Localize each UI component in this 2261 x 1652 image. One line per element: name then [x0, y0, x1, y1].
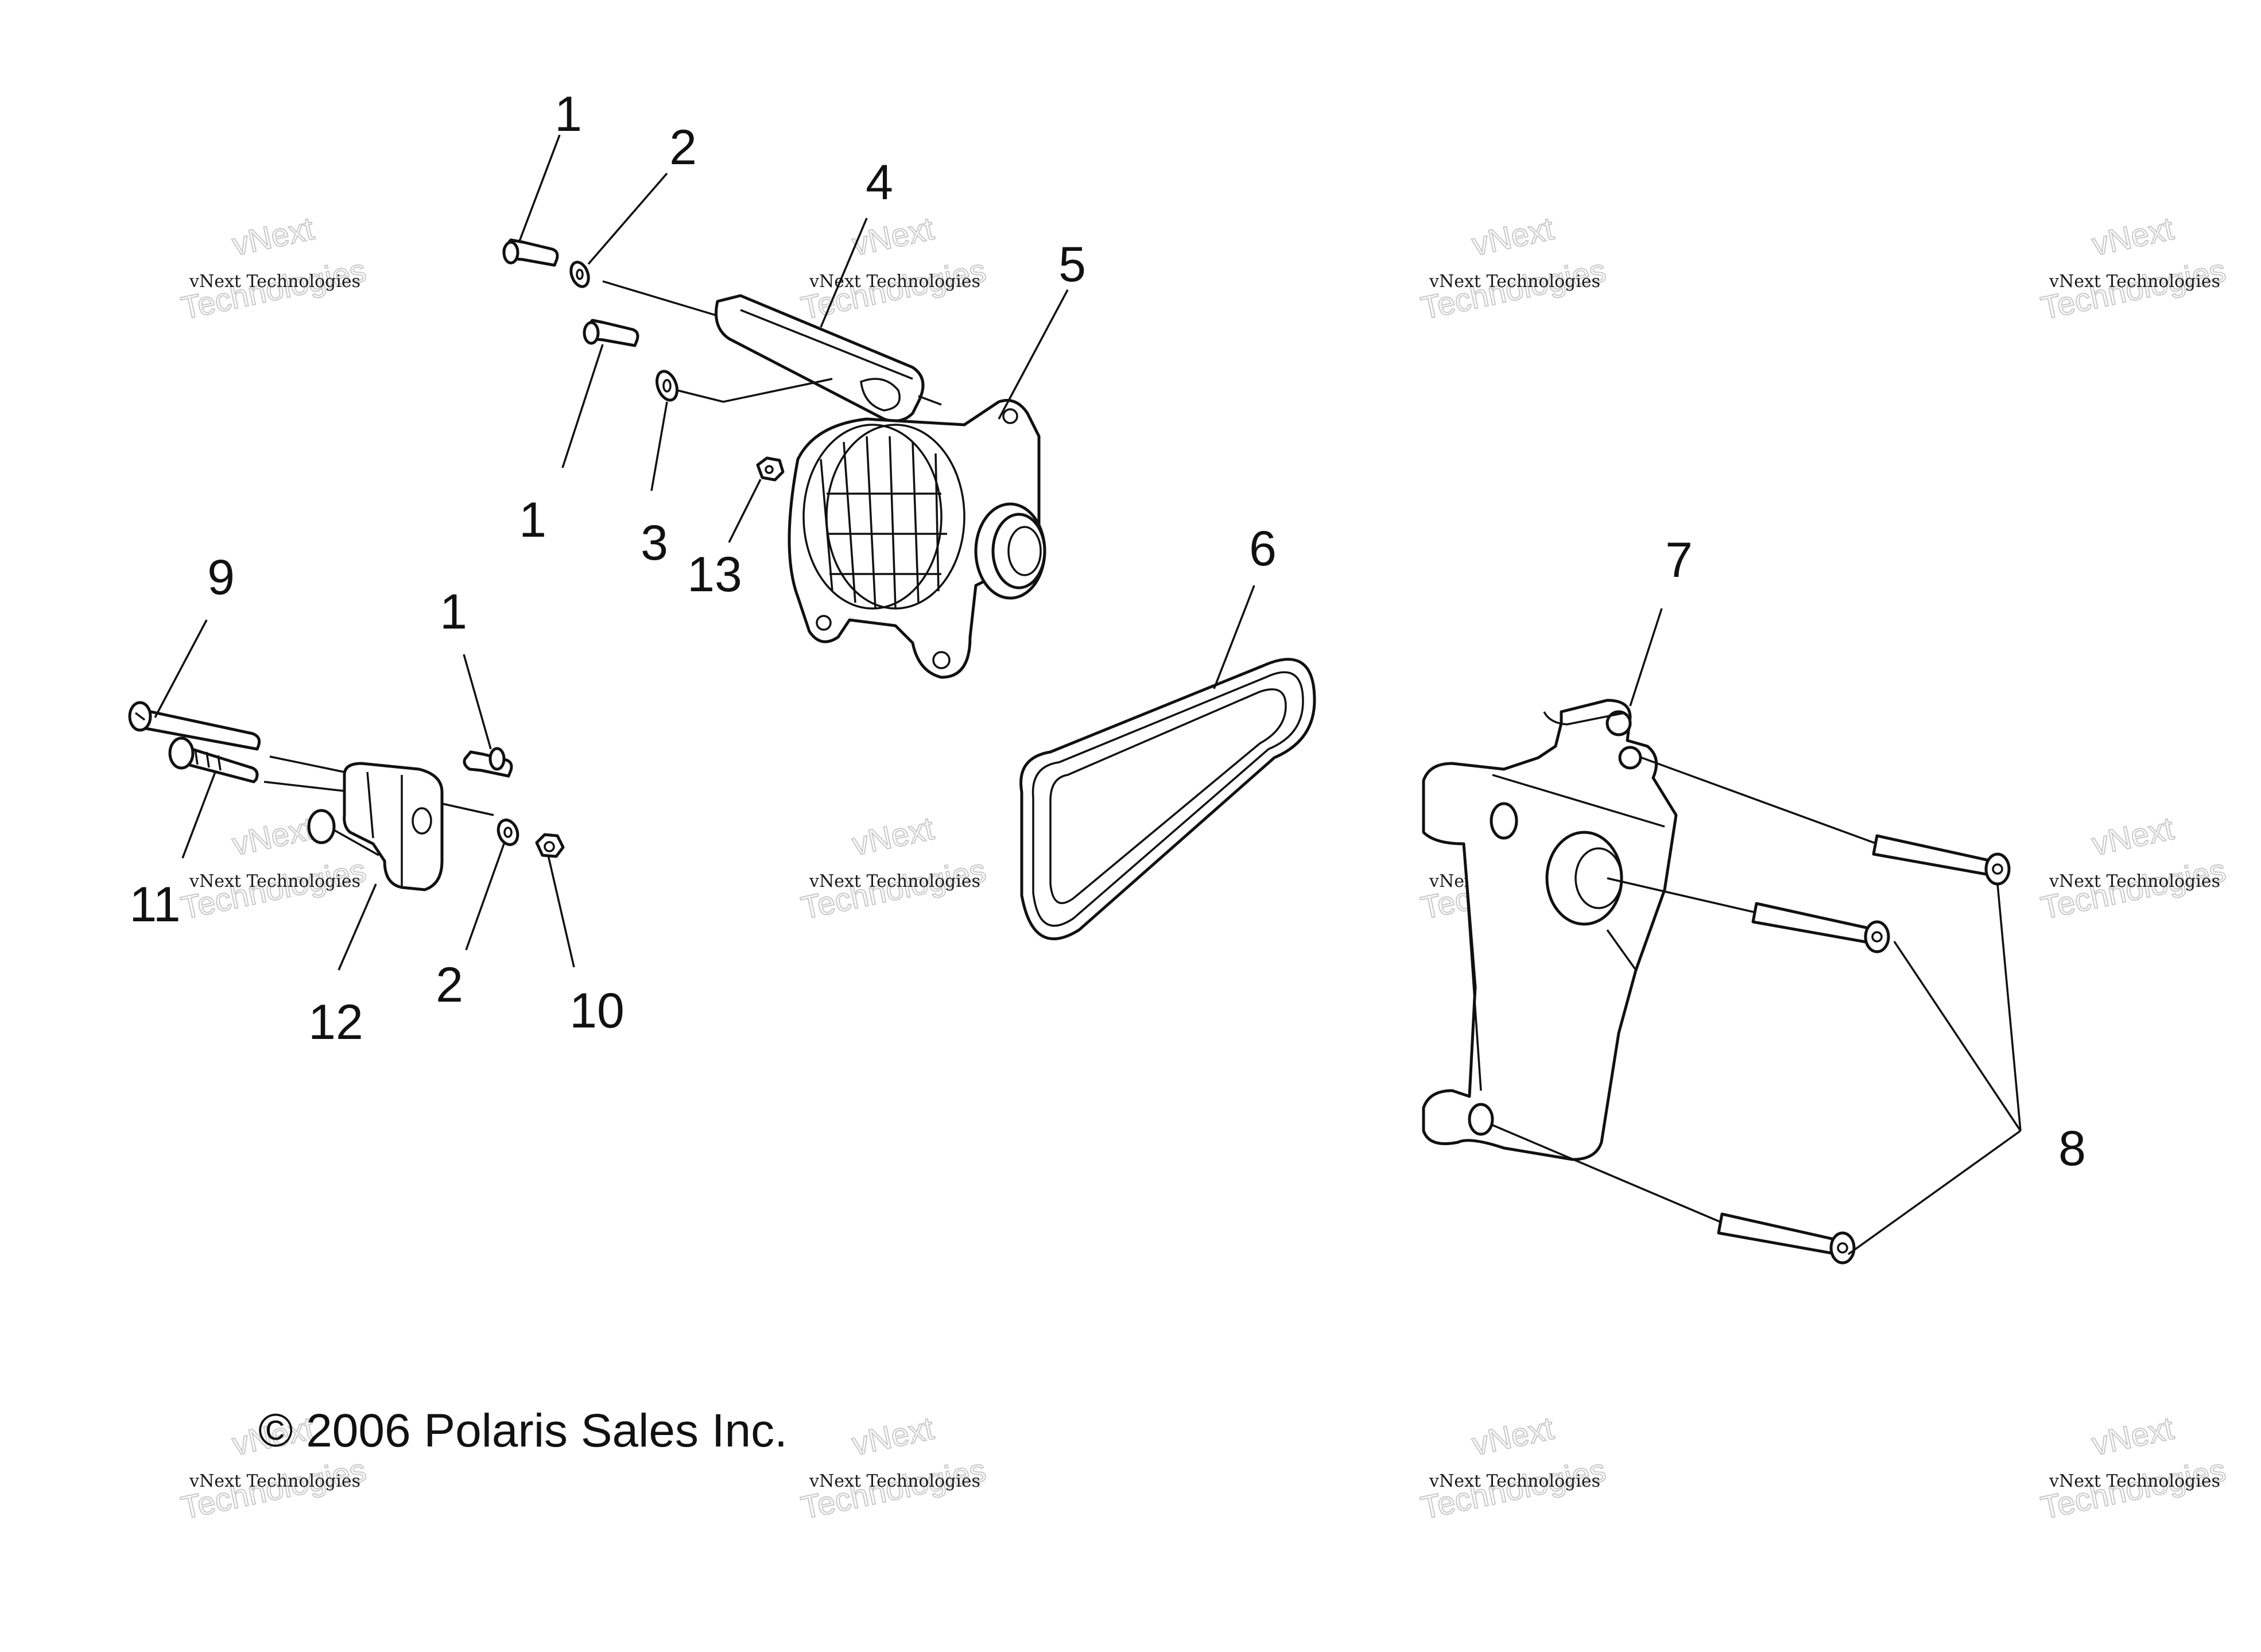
bolt-11 — [168, 736, 259, 784]
axis-line-tensioner — [441, 802, 494, 816]
watermark-big1: vNext — [2089, 210, 2177, 262]
leader-13 — [728, 479, 762, 543]
callout-1c: 1 — [440, 584, 467, 639]
leader-4 — [820, 218, 868, 328]
watermark-text: vNext Technologies — [809, 272, 980, 292]
callout-8: 8 — [2058, 1121, 2086, 1176]
watermark-big1: vNext — [229, 210, 317, 262]
leader-3 — [650, 401, 668, 491]
watermark-text: vNext Technologies — [189, 1471, 360, 1491]
watermark-text: vNext Technologies — [189, 272, 360, 292]
axis-line-washer3 — [677, 378, 833, 403]
bolt-1a — [502, 238, 559, 267]
watermark-r2c4: vNext Technologies vNext Technologies — [2037, 809, 2229, 926]
leader-8c — [1847, 1130, 2022, 1255]
callout-7: 7 — [1665, 533, 1693, 588]
callout-1b: 1 — [519, 493, 546, 548]
watermark-text: vNext Technologies — [1429, 1471, 1600, 1491]
watermark-text: vNext Technologies — [2049, 272, 2220, 292]
bolt-8a — [1872, 834, 2011, 886]
watermark-r1c2: vNext Technologies vNext Technologies — [797, 210, 990, 327]
watermark-text: vNext Technologies — [2049, 1471, 2220, 1491]
watermark-r3c4: vNext Technologies vNext Technologies — [2037, 1409, 2229, 1526]
leader-1a — [518, 134, 561, 242]
watermark-big1: vNext — [229, 810, 317, 862]
leader-6 — [1213, 585, 1255, 689]
alternator-5 — [788, 399, 1046, 679]
axis-line-bolt9 — [269, 755, 345, 773]
callout-2a: 2 — [669, 120, 697, 175]
drive-belt-6 — [1019, 658, 1316, 941]
watermark-r1c3: vNext Technologies vNext Technologies — [1417, 210, 1610, 327]
watermark-r1c1: vNext Technologies vNext Technologies — [177, 210, 370, 327]
watermark-text: vNext Technologies — [809, 871, 980, 891]
bracket-4 — [715, 294, 925, 422]
leader-8b — [1996, 883, 2022, 1131]
watermark-big1: vNext — [849, 810, 937, 862]
leader-1b — [561, 344, 604, 468]
leader-10 — [547, 855, 575, 968]
bracket-7 — [1422, 699, 1678, 1161]
leader-5 — [998, 289, 1069, 420]
axis-line-upper — [602, 280, 718, 317]
washer-2a — [569, 261, 590, 288]
axis-line-bracket — [918, 395, 942, 406]
axis-line-bracket7-bot — [1492, 1124, 1723, 1224]
tensioner-12 — [307, 762, 444, 891]
leader-11 — [181, 771, 216, 859]
watermark-big1: vNext — [2089, 810, 2177, 862]
nut-10 — [535, 833, 565, 858]
callout-13: 13 — [687, 547, 742, 602]
watermark-big1: vNext — [1469, 1410, 1557, 1462]
watermark-big1: vNext — [2089, 1410, 2177, 1462]
callout-9: 9 — [207, 550, 235, 605]
watermark-text: vNext Technologies — [809, 1471, 980, 1491]
washer-3 — [656, 370, 678, 402]
callout-10: 10 — [569, 983, 625, 1038]
leader-9 — [154, 619, 208, 718]
callout-4: 4 — [866, 155, 893, 210]
axis-line-bracket7-top — [1641, 757, 1878, 845]
watermark-big1: vNext — [849, 1410, 937, 1462]
watermark-r3c3: vNext Technologies vNext Technologies — [1417, 1409, 1610, 1526]
watermark-text: vNext Technologies — [189, 871, 360, 891]
bolt-8c — [1717, 1212, 1856, 1265]
bolt-1b — [583, 319, 639, 347]
axis-line-bolt11 — [263, 781, 345, 792]
callout-6: 6 — [1249, 521, 1277, 576]
leader-12 — [338, 883, 377, 971]
bolt-1c — [463, 747, 513, 778]
callout-12: 12 — [308, 995, 363, 1050]
watermark-r2c2: vNext Technologies vNext Technologies — [797, 809, 990, 926]
watermark-big1: vNext — [1469, 210, 1557, 262]
leader-7 — [1629, 608, 1663, 707]
nut-13 — [756, 456, 785, 482]
bolt-8b — [1751, 902, 1890, 953]
watermark-text: vNext Technologies — [2049, 871, 2220, 891]
leader-2a — [587, 172, 668, 265]
leader-2b — [465, 843, 505, 951]
callout-11: 11 — [129, 877, 180, 932]
watermark-text: vNext Technologies — [1429, 272, 1600, 292]
callout-2b: 2 — [436, 957, 463, 1013]
bolt-9 — [128, 701, 261, 751]
callout-3: 3 — [641, 515, 668, 571]
watermark-big1: vNext — [849, 210, 937, 262]
leader-1c — [463, 654, 492, 750]
leader-8a — [1893, 941, 2022, 1131]
callout-1a: 1 — [554, 87, 582, 142]
watermark-r1c4: vNext Technologies vNext Technologies — [2037, 210, 2229, 327]
watermark-r3c2: vNext Technologies vNext Technologies — [797, 1409, 990, 1526]
washer-2b — [497, 819, 519, 846]
callout-5: 5 — [1058, 237, 1086, 292]
copyright-text: © 2006 Polaris Sales Inc. — [258, 1405, 788, 1457]
axis-line-bracket7-mid — [1607, 877, 1757, 914]
